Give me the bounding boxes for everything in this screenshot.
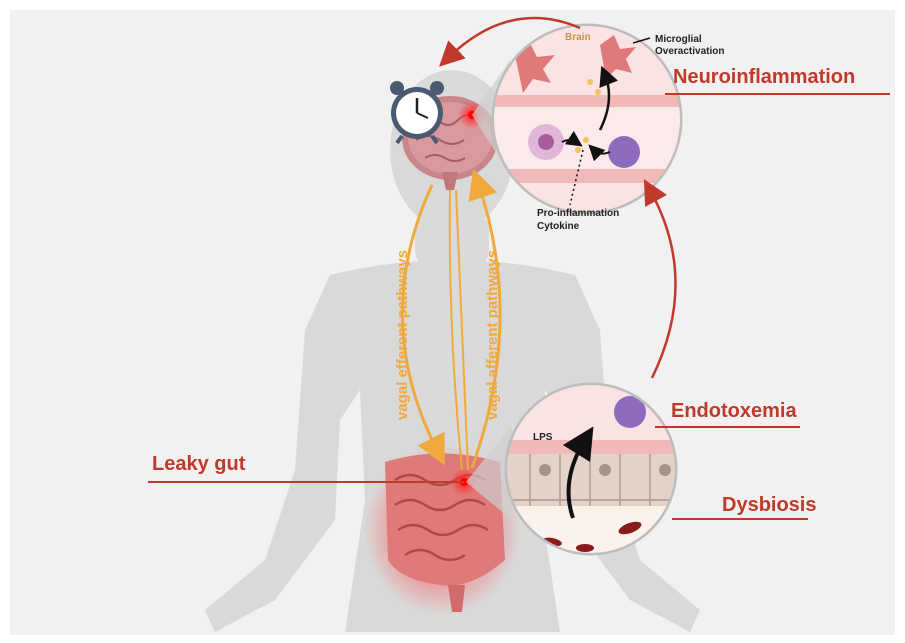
gut-to-brain-arrow [643, 179, 677, 379]
leaky-gut-title: Leaky gut [152, 453, 246, 475]
cytokine-label: Cytokine [537, 221, 580, 232]
microglial-label: Microglial [655, 34, 702, 45]
bacteria-icon [618, 521, 642, 535]
brain-label: Brain [565, 32, 591, 43]
gut-inset [504, 382, 678, 556]
proinflammation-label: Pro-inflammation [537, 208, 619, 219]
vagal-efferent-label: vagal efferent pathways [394, 250, 411, 420]
vagal-afferent-label: vagal afferent pathways [484, 250, 501, 420]
gut-zoom-cone [466, 425, 512, 520]
microglia-icon [608, 136, 640, 168]
alarm-clock-icon [390, 81, 444, 145]
overactivation-label: Overactivation [655, 46, 724, 57]
brain-to-clock-arrow [439, 16, 581, 67]
lps-label: LPS [533, 432, 553, 443]
neuroinflammation-title: Neuroinflammation [673, 66, 855, 88]
vagal-pathways [400, 168, 502, 471]
endotoxemia-title: Endotoxemia [671, 400, 797, 422]
dysbiosis-title: Dysbiosis [722, 494, 816, 516]
